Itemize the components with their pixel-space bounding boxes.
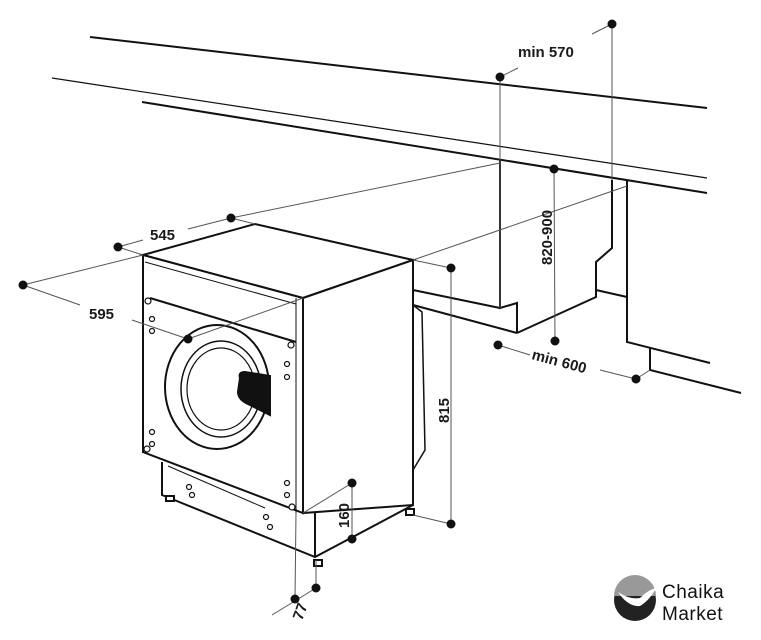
chaika-market-logo: Chaika Market [614,575,724,625]
label-595: 595 [89,306,114,323]
label-77: 77 [290,601,312,622]
dimension-dots [18,19,641,604]
dimension-lines [22,23,651,616]
label-820-900: 820-900 [539,210,556,265]
washing-machine [139,222,426,567]
label-min-600: min 600 [530,346,588,377]
label-545: 545 [150,227,175,244]
seagull-icon [618,588,656,607]
label-160: 160 [336,503,353,528]
label-815: 815 [436,398,453,423]
logo-line2: Market [662,604,723,625]
logo-line1: Chaika [662,582,724,603]
label-min-570: min 570 [518,44,574,61]
cabinet-lines [51,36,742,394]
